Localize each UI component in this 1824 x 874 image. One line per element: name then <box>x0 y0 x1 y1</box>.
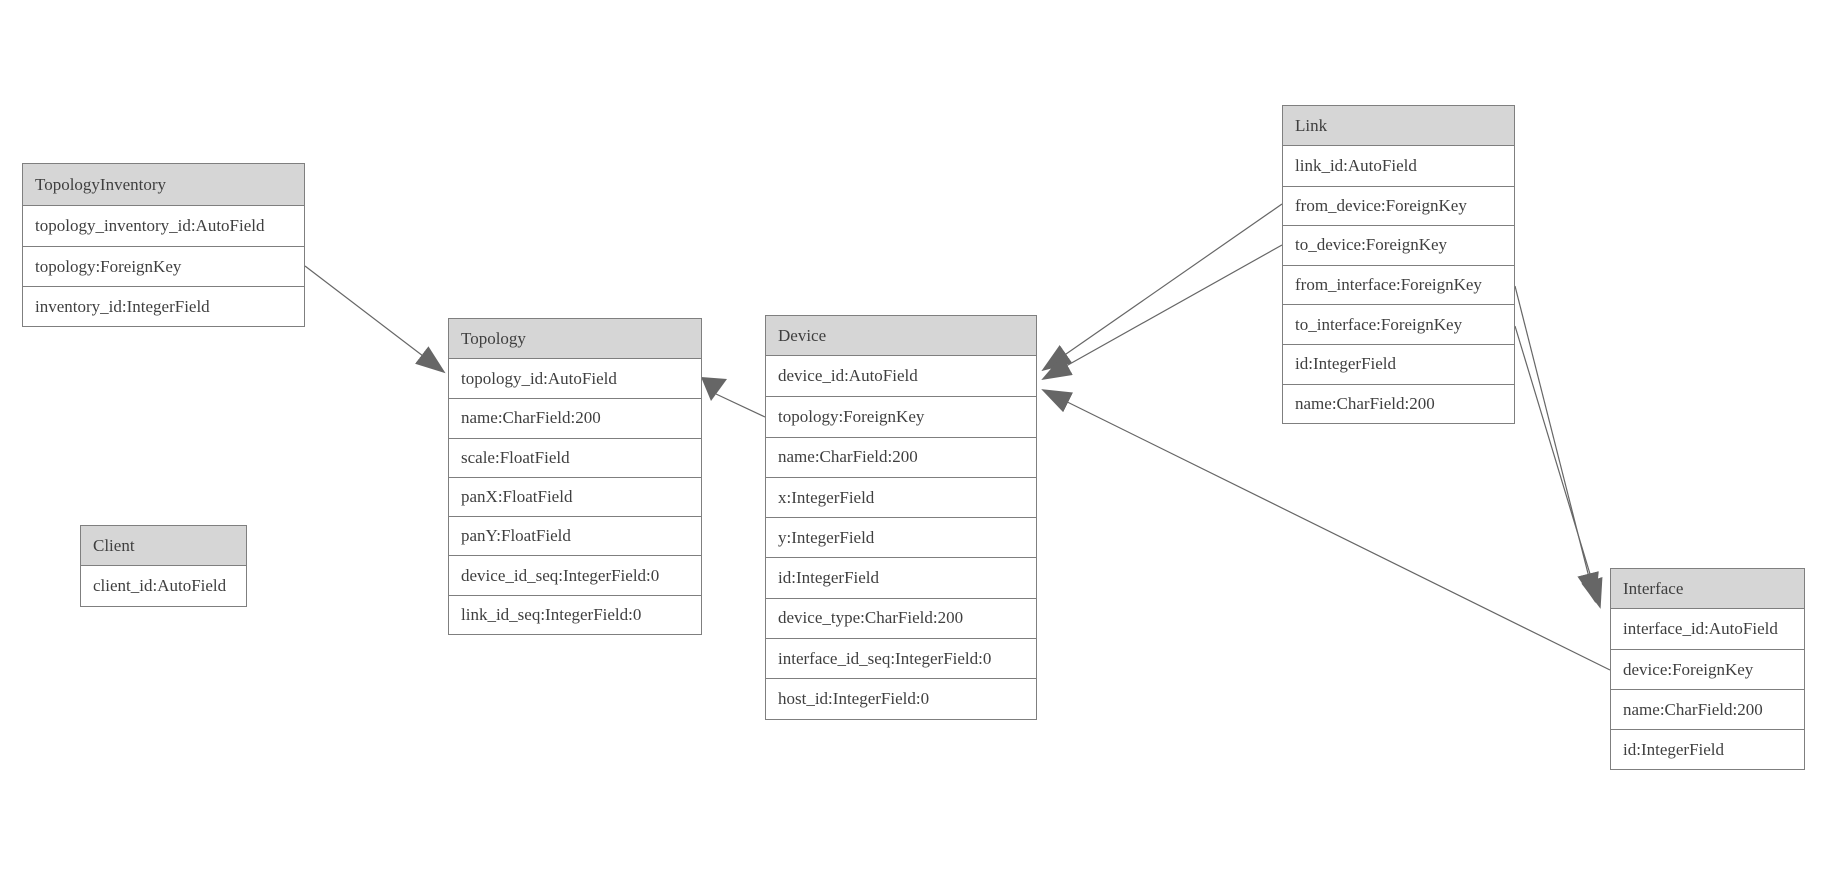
table-title-topologyinventory: TopologyInventory <box>23 164 304 206</box>
edge-link-from_interface-interface <box>1514 285 1599 603</box>
field-row: name:CharField:200 <box>449 398 701 437</box>
field-row: topology_inventory_id:AutoField <box>35 216 265 235</box>
entity-table-topology[interactable]: Topology topology_id:AutoField name:CharF… <box>448 318 702 636</box>
field-row: name:CharField:200 <box>1611 689 1804 729</box>
field-row: id:IntegerField <box>766 557 1036 597</box>
field-row: to_interface:ForeignKey <box>1283 304 1514 344</box>
field-row: device_type:CharField:200 <box>766 597 1036 638</box>
field-row: client_id:AutoField <box>93 576 227 595</box>
field-rows-topologyinventory: topology_inventory_id:AutoField topology:… <box>23 206 304 326</box>
edge-device-topology-arrowhead <box>701 377 727 401</box>
field-row: x:IntegerField <box>766 476 1036 517</box>
field-row: link_id:AutoField <box>1295 155 1417 175</box>
field-row: scale:FloatField <box>449 437 701 477</box>
field-row: topology:ForeignKey <box>766 396 1036 436</box>
entity-table-device[interactable]: Device device_id:AutoField topology:Forei… <box>765 315 1037 720</box>
table-title-topology: Topology <box>449 319 701 359</box>
field-row: panY:FloatField <box>449 516 701 555</box>
edge-topologyinventory-topology <box>304 265 446 374</box>
field-row: device_id:AutoField <box>778 366 918 386</box>
field-row: id:IntegerField <box>1611 729 1804 769</box>
field-row: id:IntegerField <box>1283 343 1514 384</box>
field-row: inventory_id:IntegerField <box>23 286 304 326</box>
field-row: topology:ForeignKey <box>23 246 304 286</box>
field-row: device:ForeignKey <box>1611 649 1804 689</box>
table-title-link: Link <box>1283 106 1514 146</box>
table-title-device: Device <box>766 316 1036 356</box>
entity-table-interface[interactable]: Interface interface_id:AutoField device:F… <box>1610 568 1805 770</box>
entity-table-topologyinventory[interactable]: TopologyInventory topology_inventory_id:… <box>22 163 305 327</box>
field-row: interface_id_seq:IntegerField:0 <box>766 638 1036 678</box>
table-title-interface: Interface <box>1611 569 1804 609</box>
field-row: from_interface:ForeignKey <box>1283 264 1514 305</box>
field-rows-client: client_id:AutoField <box>81 566 246 606</box>
field-row: topology_id:AutoField <box>461 368 617 388</box>
edge-link-to_device-device <box>1041 244 1283 380</box>
edge-interface-device <box>1041 389 1611 671</box>
edge-link-to_interface-interface <box>1514 325 1603 609</box>
field-row: name:CharField:200 <box>766 436 1036 477</box>
field-row: panX:FloatField <box>449 476 701 516</box>
edge-link-from_device-device <box>1041 203 1283 372</box>
field-row: interface_id:AutoField <box>1623 619 1778 638</box>
table-title-client: Client <box>81 526 246 566</box>
field-row: to_device:ForeignKey <box>1283 225 1514 265</box>
field-row: device_id_seq:IntegerField:0 <box>449 555 701 594</box>
entity-table-link[interactable]: Link link_id:AutoField from_device:Foreig… <box>1282 105 1515 425</box>
entity-table-client[interactable]: Client client_id:AutoField <box>80 525 247 607</box>
field-row: y:IntegerField <box>766 517 1036 557</box>
field-row: from_device:ForeignKey <box>1283 185 1514 226</box>
field-row: host_id:IntegerField:0 <box>766 678 1036 718</box>
edge-device-topology <box>715 393 766 418</box>
field-row: link_id_seq:IntegerField:0 <box>449 594 701 634</box>
field-row: name:CharField:200 <box>1283 383 1514 424</box>
